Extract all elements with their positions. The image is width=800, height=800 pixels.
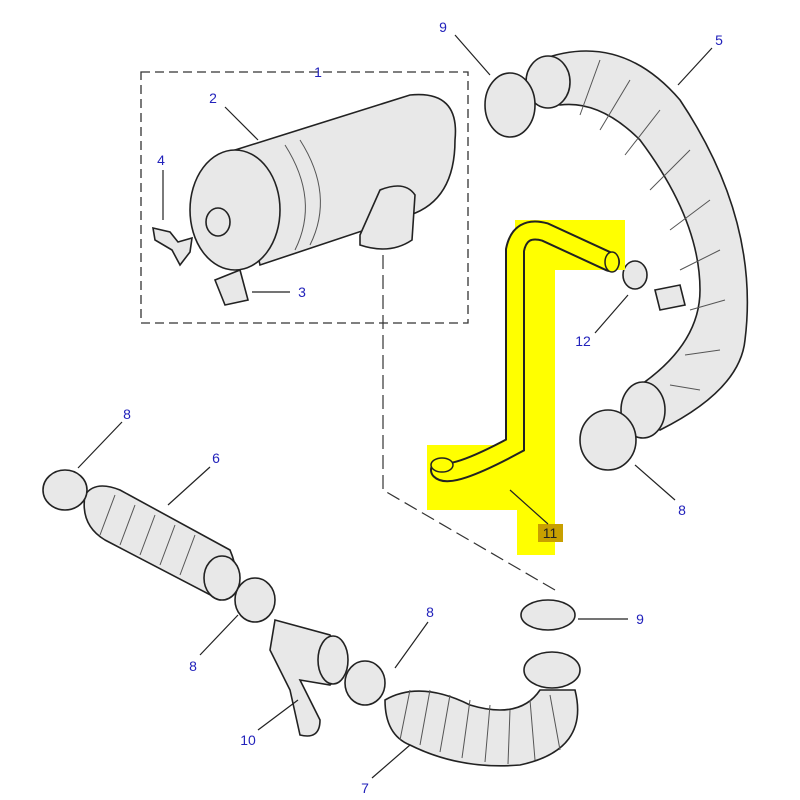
coolant-hose-11: [432, 222, 618, 481]
callout-8-lower: 8: [426, 604, 434, 620]
spigot: [654, 284, 686, 311]
callout-9-top: 9: [439, 19, 447, 35]
callout-11-badge: [538, 524, 563, 542]
hose-clamp-8-right: [579, 409, 637, 471]
callout-12: 12: [575, 333, 591, 349]
hose-clip-12: [622, 260, 648, 290]
hose-clamp-9-top: [484, 72, 536, 138]
callout-11: 11: [543, 525, 558, 541]
route-line: [382, 255, 556, 591]
hose-clamp-9-bottom: [520, 599, 576, 631]
elbow-10: [269, 618, 349, 737]
leader-lines: [77, 34, 713, 779]
wing-nut: [152, 226, 193, 267]
callout-6: 6: [212, 450, 220, 466]
callout-7: 7: [361, 780, 369, 796]
callout-3: 3: [298, 284, 306, 300]
callout-8-mid: 8: [189, 658, 197, 674]
callout-8-right: 8: [678, 502, 686, 518]
callout-4: 4: [157, 152, 165, 168]
air-cleaner-assembly-box: [140, 71, 469, 324]
air-cleaner-housing: [189, 93, 457, 306]
callout-1: 1: [314, 64, 322, 80]
callout-2: 2: [209, 90, 217, 106]
callout-9-bottom: 9: [636, 611, 644, 627]
hose-clamp-8-left: [42, 469, 88, 511]
intake-hose-7: [384, 651, 581, 767]
callout-10: 10: [240, 732, 256, 748]
hose-clamp-8-mid: [234, 577, 276, 623]
intake-hose-6: [83, 485, 241, 601]
hose-clamp-8-lower: [344, 660, 386, 706]
callout-8-left: 8: [123, 406, 131, 422]
callout-5: 5: [715, 32, 723, 48]
